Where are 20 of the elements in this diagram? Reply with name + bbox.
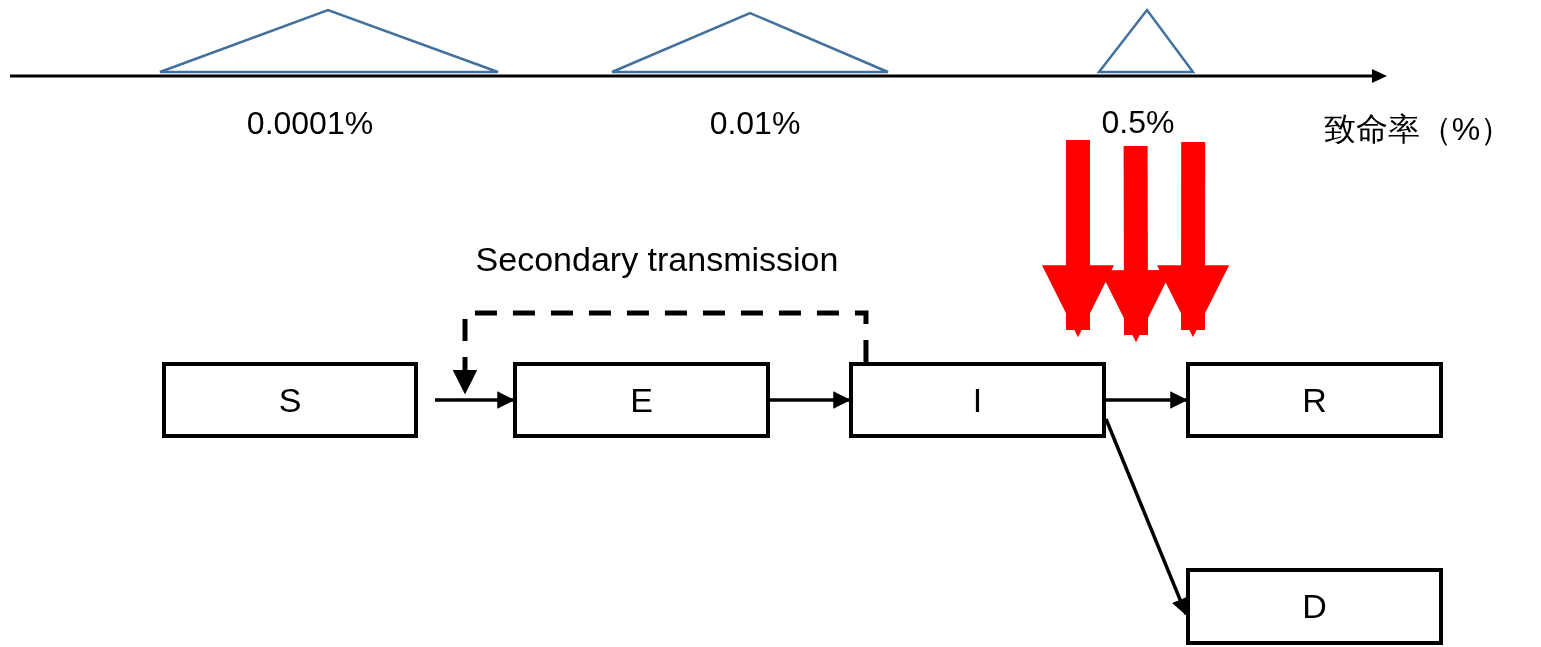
tick-label: 0.5% bbox=[1078, 102, 1198, 142]
arrow bbox=[435, 391, 515, 409]
box-label: I bbox=[972, 380, 983, 420]
box-label: S bbox=[278, 380, 302, 420]
arrow bbox=[1106, 391, 1188, 409]
process-box bbox=[849, 362, 1106, 438]
process-box bbox=[513, 362, 770, 438]
process-box bbox=[1186, 362, 1443, 438]
box-label: R bbox=[1302, 380, 1327, 420]
process-box bbox=[162, 362, 418, 438]
tick-label: 0.0001% bbox=[246, 105, 374, 142]
tick-label: 0.01% bbox=[709, 105, 801, 142]
box-label: E bbox=[630, 380, 653, 420]
dashed-arrow bbox=[452, 310, 869, 395]
thick-arrow bbox=[1042, 140, 1114, 338]
process-box bbox=[1186, 568, 1443, 645]
arrow bbox=[770, 391, 851, 409]
thick-arrow bbox=[1157, 142, 1230, 338]
box-label: D bbox=[1302, 587, 1327, 626]
axis-title: 致命率（%） bbox=[1323, 110, 1513, 149]
